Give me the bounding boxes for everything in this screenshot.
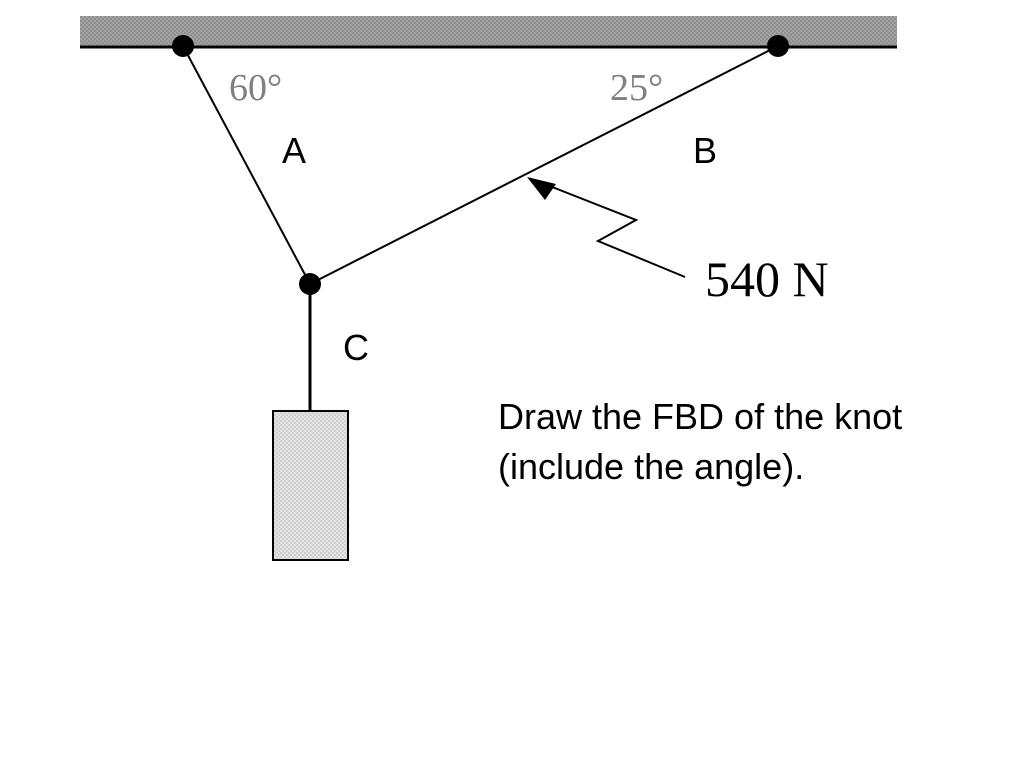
rope-label-c: C [343, 327, 369, 368]
instruction-line-2: (include the angle). [498, 446, 805, 487]
knot [299, 273, 321, 295]
instruction-text: Draw the FBD of the knot (include the an… [498, 392, 902, 492]
angle-label-b: 25° [610, 67, 663, 109]
rope-label-b: B [693, 130, 717, 171]
force-leader-line [541, 182, 686, 278]
rope-b [309, 45, 779, 285]
angle-label-a: 60° [229, 67, 282, 109]
anchor-point-a [172, 35, 194, 57]
force-label: 540 N [705, 251, 829, 307]
rope-a [182, 45, 311, 285]
rope-label-a: A [282, 130, 306, 171]
arrowhead-icon [527, 177, 556, 200]
anchor-point-b [767, 35, 789, 57]
ceiling [80, 16, 897, 47]
instruction-line-1: Draw the FBD of the knot [498, 396, 903, 437]
hanging-mass [272, 410, 349, 561]
